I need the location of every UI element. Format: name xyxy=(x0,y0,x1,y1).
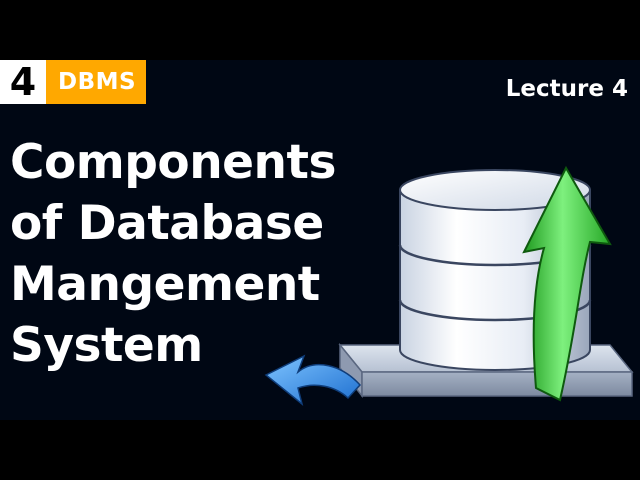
database-illustration xyxy=(264,165,634,406)
page-title: Components of Database Mangement System xyxy=(10,132,336,376)
title-line-4: System xyxy=(10,318,203,373)
blue-curved-arrow-icon xyxy=(264,354,362,406)
title-line-2: of Database xyxy=(10,196,324,251)
badge-label: DBMS xyxy=(46,60,147,104)
title-line-3: Mangement xyxy=(10,257,320,312)
badge-number: 4 xyxy=(0,60,46,104)
title-line-1: Components xyxy=(10,135,336,190)
lecture-number: Lecture 4 xyxy=(505,76,628,102)
green-up-arrow-icon xyxy=(522,165,612,402)
thumbnail-panel: 4 DBMS Lecture 4 Components of Database … xyxy=(0,60,640,420)
lecture-badge: 4 DBMS xyxy=(0,60,147,104)
